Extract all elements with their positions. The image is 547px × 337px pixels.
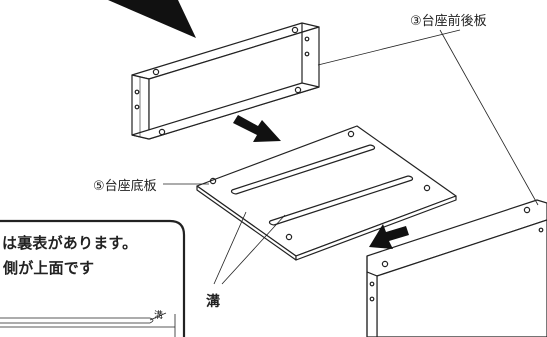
leader-groove [213,211,286,285]
leader-front-back [317,29,539,206]
pointer-arrow-icon [108,0,196,38]
note-line-1: は裏表があります。 [2,234,138,252]
label-front-back-plate: ③台座前後板 [410,14,487,29]
front-back-plate-top [131,22,320,140]
down-arrow-icon [233,115,281,142]
front-back-plate-bottom [366,199,547,337]
note-line-2: 側が上面です [3,259,95,277]
inset-detail [0,312,176,337]
label-groove: 溝 [206,294,220,310]
up-arrow-icon [369,224,409,249]
note-box [0,219,186,337]
label-groove-inset: 溝 [154,311,164,321]
label-bottom-plate: ⑤台座底板 [93,179,157,194]
bottom-plate [196,125,457,261]
